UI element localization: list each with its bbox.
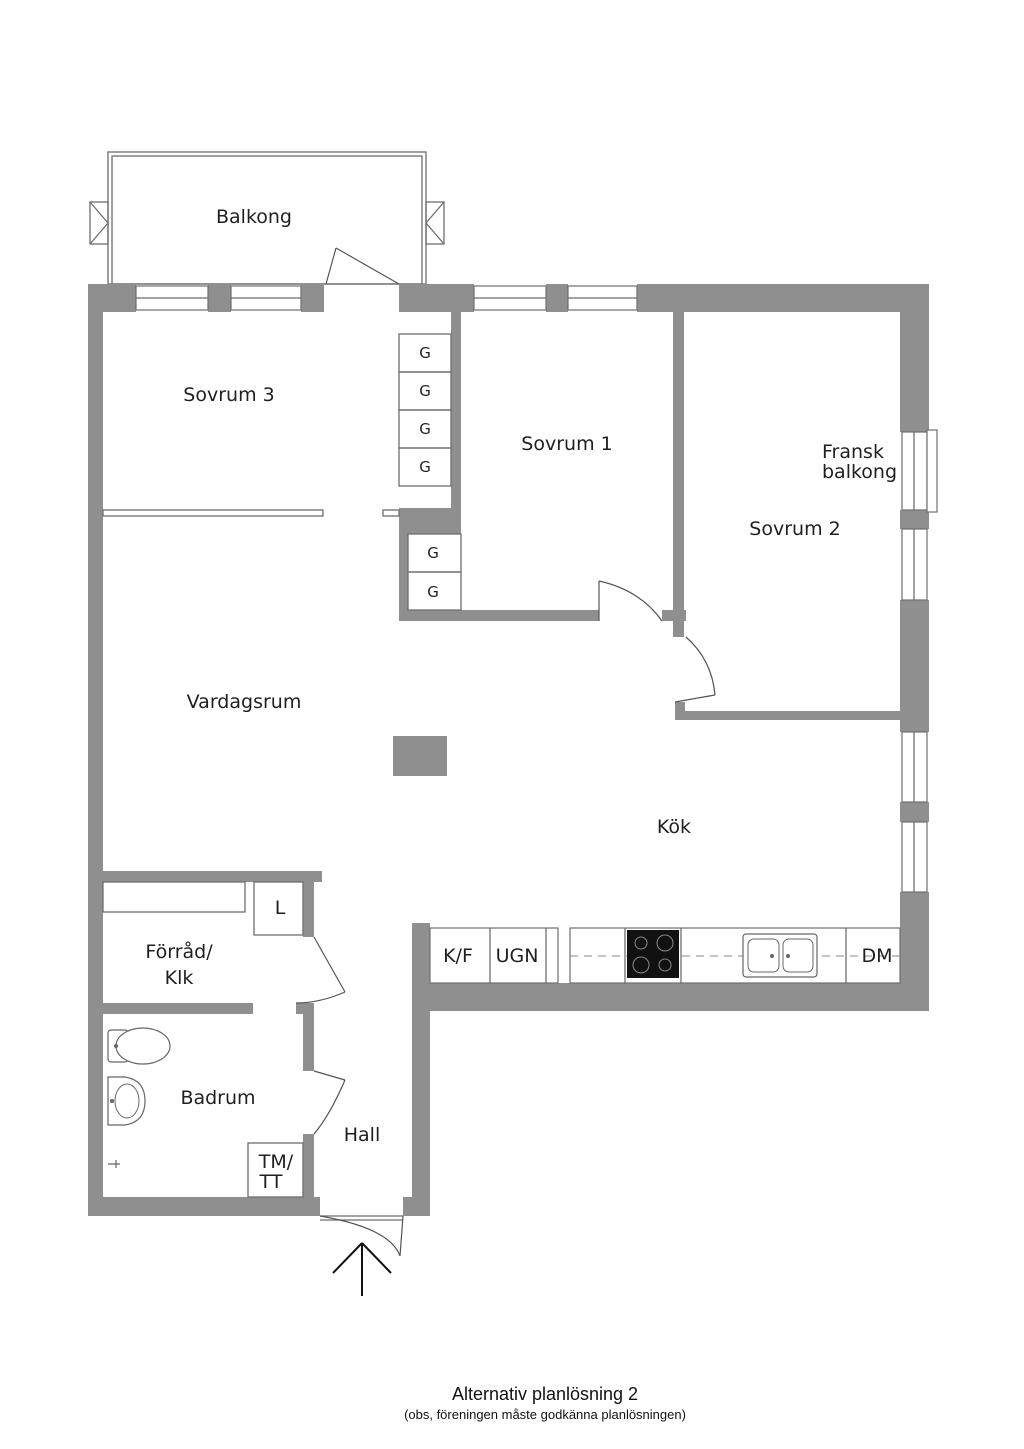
wardrobe-label: G bbox=[419, 458, 431, 476]
room-label-sovrum2: Sovrum 2 bbox=[749, 518, 840, 540]
room-label-fransk-balkong: Fransk bbox=[822, 441, 884, 463]
balcony bbox=[89, 151, 445, 285]
room-labels: Balkong Sovrum 3 Sovrum 1 Fransk balkong… bbox=[145, 206, 897, 1146]
caption-note: (obs, föreningen måste godkänna planlösn… bbox=[404, 1407, 686, 1422]
kitchen-counter: K/F UGN DM bbox=[429, 927, 901, 984]
oven-label: UGN bbox=[496, 945, 539, 967]
room-label-vardagsrum: Vardagsrum bbox=[187, 691, 302, 713]
cooktop bbox=[627, 930, 679, 978]
room-label-forrad: Förråd/ bbox=[145, 940, 213, 963]
room-label-badrum: Badrum bbox=[180, 1087, 255, 1109]
wardrobe-label: G bbox=[419, 344, 431, 362]
fridge-freezer-label: K/F bbox=[443, 945, 473, 967]
structural-column bbox=[393, 736, 447, 776]
wardrobe-label: G bbox=[427, 583, 439, 601]
wardrobe-label: G bbox=[419, 420, 431, 438]
walls bbox=[88, 284, 929, 1216]
wardrobes: G G G G G G bbox=[398, 333, 462, 611]
caption-title: Alternativ planlösning 2 bbox=[452, 1384, 638, 1404]
linen-closet-label: L bbox=[275, 897, 286, 919]
room-label-sovrum3: Sovrum 3 bbox=[183, 384, 274, 406]
bathroom-sink bbox=[107, 1076, 146, 1126]
room-label-balkong: Balkong bbox=[216, 206, 292, 228]
storage-fixtures: L bbox=[102, 881, 304, 936]
room-label-fransk-balkong: balkong bbox=[822, 461, 897, 483]
doors bbox=[102, 247, 716, 1257]
washer-dryer-label: TT bbox=[259, 1171, 283, 1193]
dishwasher-label: DM bbox=[861, 945, 892, 967]
windows bbox=[135, 285, 938, 893]
toilet bbox=[107, 1027, 171, 1065]
room-label-sovrum1: Sovrum 1 bbox=[521, 433, 612, 455]
room-label-hall: Hall bbox=[344, 1124, 381, 1146]
entrance-arrow-icon bbox=[332, 1242, 392, 1296]
room-label-klk: Klk bbox=[165, 967, 194, 989]
wardrobe-label: G bbox=[419, 382, 431, 400]
washer-dryer-label: TM/ bbox=[258, 1151, 294, 1173]
kitchen-sink bbox=[742, 933, 818, 978]
wardrobe-label: G bbox=[427, 544, 439, 562]
room-label-kok: Kök bbox=[657, 816, 691, 838]
bathroom-fixtures: TM/ TT bbox=[107, 1027, 304, 1198]
